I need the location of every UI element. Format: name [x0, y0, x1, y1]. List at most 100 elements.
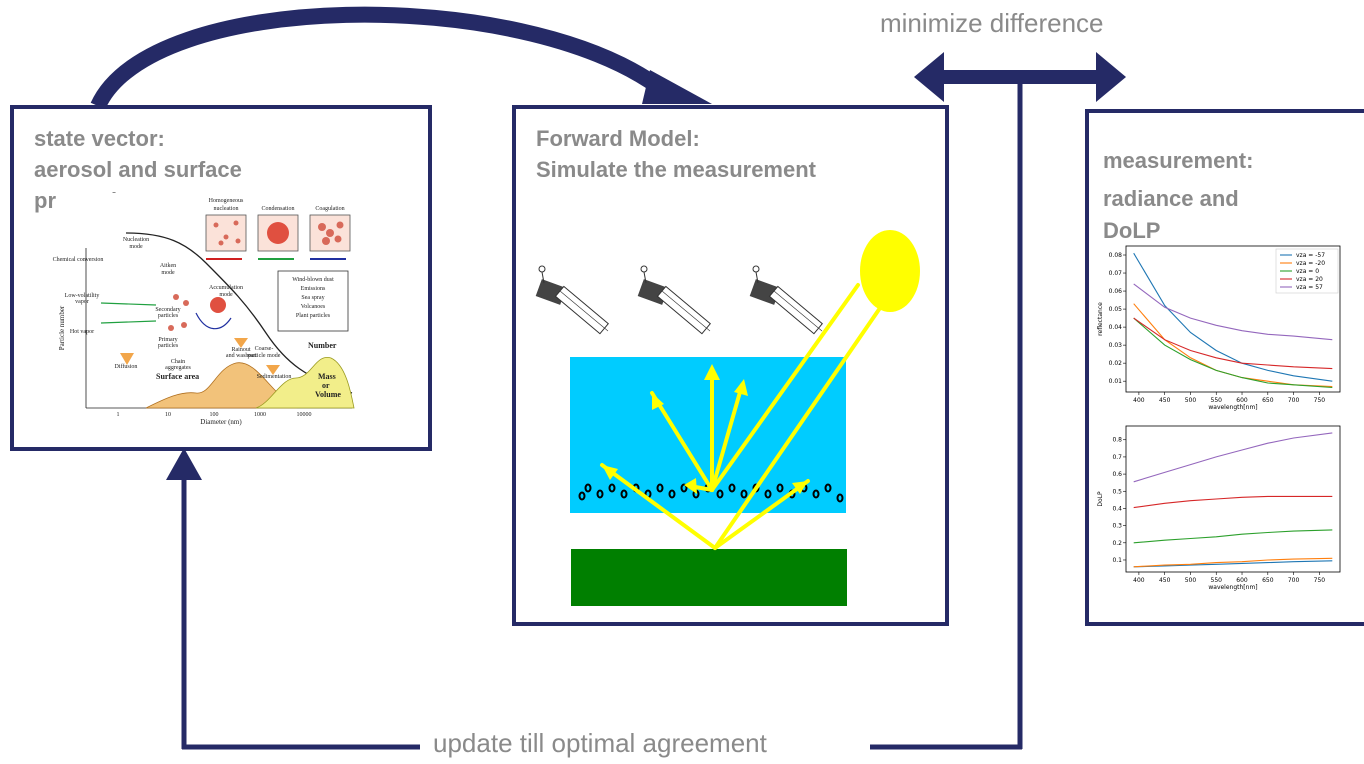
x-tick-label: 600	[1236, 577, 1248, 584]
legend-entry: vza = 0	[1296, 268, 1319, 275]
satellite-icon-1	[535, 265, 609, 335]
x-tick-label: 500	[1185, 577, 1197, 584]
svg-text:Primary: Primary	[158, 337, 177, 343]
surface-area-label: Surface area	[156, 372, 199, 381]
svg-text:particles: particles	[158, 313, 179, 319]
y-tick-label: 0.1	[1112, 557, 1122, 564]
state-title-line2: aerosol and surface	[34, 157, 242, 182]
y-tick-label: 0.8	[1112, 437, 1122, 444]
svg-text:Sedimentation: Sedimentation	[257, 374, 292, 380]
y-tick-label: 0.3	[1112, 523, 1122, 530]
svg-text:particle mode: particle mode	[248, 353, 281, 359]
series-line-3	[1133, 529, 1333, 544]
series-line-1	[1133, 560, 1333, 568]
fig-xlabel: Diameter (nm)	[200, 418, 242, 426]
measurement-title-line3: DoLP	[1103, 218, 1161, 243]
up-arrow-head	[166, 448, 202, 480]
y-tick-label: 0.7	[1112, 454, 1122, 461]
svg-text:Rainout: Rainout	[232, 347, 251, 353]
svg-text:Volcanoes: Volcanoes	[301, 304, 326, 310]
x-tick-label: 650	[1262, 397, 1274, 404]
y-tick-label: 0.6	[1112, 471, 1122, 478]
update-agreement-label: update till optimal agreement	[427, 728, 773, 759]
satellite-icon-2	[637, 265, 711, 335]
legend-entry: vza = 20	[1296, 276, 1323, 283]
series-line-5	[1133, 283, 1333, 341]
curved-arrow-head	[642, 70, 712, 104]
x-tick-label: 450	[1159, 577, 1171, 584]
x-tick-label: 400	[1133, 397, 1145, 404]
svg-text:Accumulation: Accumulation	[209, 285, 243, 291]
svg-text:particles: particles	[158, 343, 179, 349]
nucleation-box	[205, 214, 247, 252]
svg-text:Diffusion: Diffusion	[115, 363, 138, 370]
x-tick-label: 450	[1159, 397, 1171, 404]
svg-text:Wind-blown dust: Wind-blown dust	[292, 277, 334, 283]
state-title-line1: state vector:	[34, 126, 165, 151]
series-line-4	[1133, 317, 1333, 370]
svg-text:mode: mode	[129, 244, 143, 250]
svg-text:and washout: and washout	[226, 353, 256, 359]
y-axis-label: reflectance	[1097, 302, 1104, 336]
svg-text:Sea spray: Sea spray	[301, 295, 324, 301]
svg-text:10000: 10000	[297, 412, 312, 418]
light-rays	[600, 283, 882, 550]
curved-arrow-state-to-forward	[90, 6, 665, 110]
forward-model-scene	[535, 230, 920, 606]
y-tick-label: 0.4	[1112, 505, 1122, 512]
svg-text:Hot vapor: Hot vapor	[70, 329, 94, 335]
number-label: Number	[308, 341, 337, 350]
forward-title-line1: Forward Model:	[536, 126, 700, 151]
x-tick-label: 750	[1314, 577, 1326, 584]
sources-box	[277, 270, 349, 332]
svg-text:Nucleation: Nucleation	[123, 237, 149, 243]
svg-text:Plant particles: Plant particles	[296, 313, 331, 319]
series-line-5	[1133, 432, 1333, 483]
x-tick-label: 500	[1185, 397, 1197, 404]
mass-label: Mass	[318, 372, 336, 381]
process-condensation-text: Condensation	[262, 206, 295, 212]
y-tick-label: 0.02	[1109, 360, 1123, 367]
y-tick-label: 0.03	[1109, 342, 1123, 349]
svg-text:Chain: Chain	[171, 359, 185, 365]
y-tick-label: 0.01	[1109, 378, 1123, 385]
series-line-1	[1133, 252, 1333, 382]
forward-title-line2: Simulate the measurement	[536, 157, 816, 182]
process-nucleation-text: Homogeneous	[209, 198, 244, 204]
svg-text:Secondary: Secondary	[155, 307, 180, 313]
svg-text:or: or	[322, 381, 330, 390]
svg-text:mode: mode	[161, 270, 175, 276]
minimize-difference-label: minimize difference	[876, 8, 1108, 39]
y-tick-label: 0.06	[1109, 288, 1123, 295]
y-tick-label: 0.08	[1109, 252, 1123, 259]
svg-text:Chemical conversion: Chemical conversion	[53, 257, 104, 263]
measurement-title-line2: radiance and	[1103, 186, 1239, 211]
sun-icon	[860, 230, 920, 312]
svg-text:Volume: Volume	[315, 390, 341, 399]
svg-text:aggregates: aggregates	[165, 365, 191, 371]
y-tick-label: 0.5	[1112, 488, 1122, 495]
svg-text:10: 10	[165, 412, 171, 418]
svg-text:vapor: vapor	[75, 299, 89, 305]
plot-frame	[1125, 425, 1341, 573]
x-tick-label: 600	[1236, 397, 1248, 404]
svg-text:100: 100	[210, 412, 219, 418]
y-tick-label: 0.05	[1109, 306, 1123, 313]
y-tick-label: 0.07	[1109, 270, 1123, 277]
series-line-2	[1133, 557, 1333, 568]
process-coagulation-text: Coagulation	[315, 206, 344, 212]
legend-entry: vza = -20	[1296, 260, 1325, 267]
x-axis-label: wavelength[nm]	[1208, 404, 1257, 411]
double-arrow-minimize	[914, 52, 1126, 102]
x-tick-label: 750	[1314, 397, 1326, 404]
measurement-title-line1: measurement:	[1103, 148, 1254, 173]
svg-text:mode: mode	[219, 292, 233, 298]
y-tick-label: 0.04	[1109, 324, 1123, 331]
satellite-icon-3	[749, 265, 823, 335]
x-tick-label: 700	[1288, 397, 1300, 404]
legend-entry: vza = -57	[1296, 252, 1325, 259]
ground-surface	[571, 549, 847, 606]
x-axis-label: wavelength[nm]	[1208, 584, 1257, 591]
